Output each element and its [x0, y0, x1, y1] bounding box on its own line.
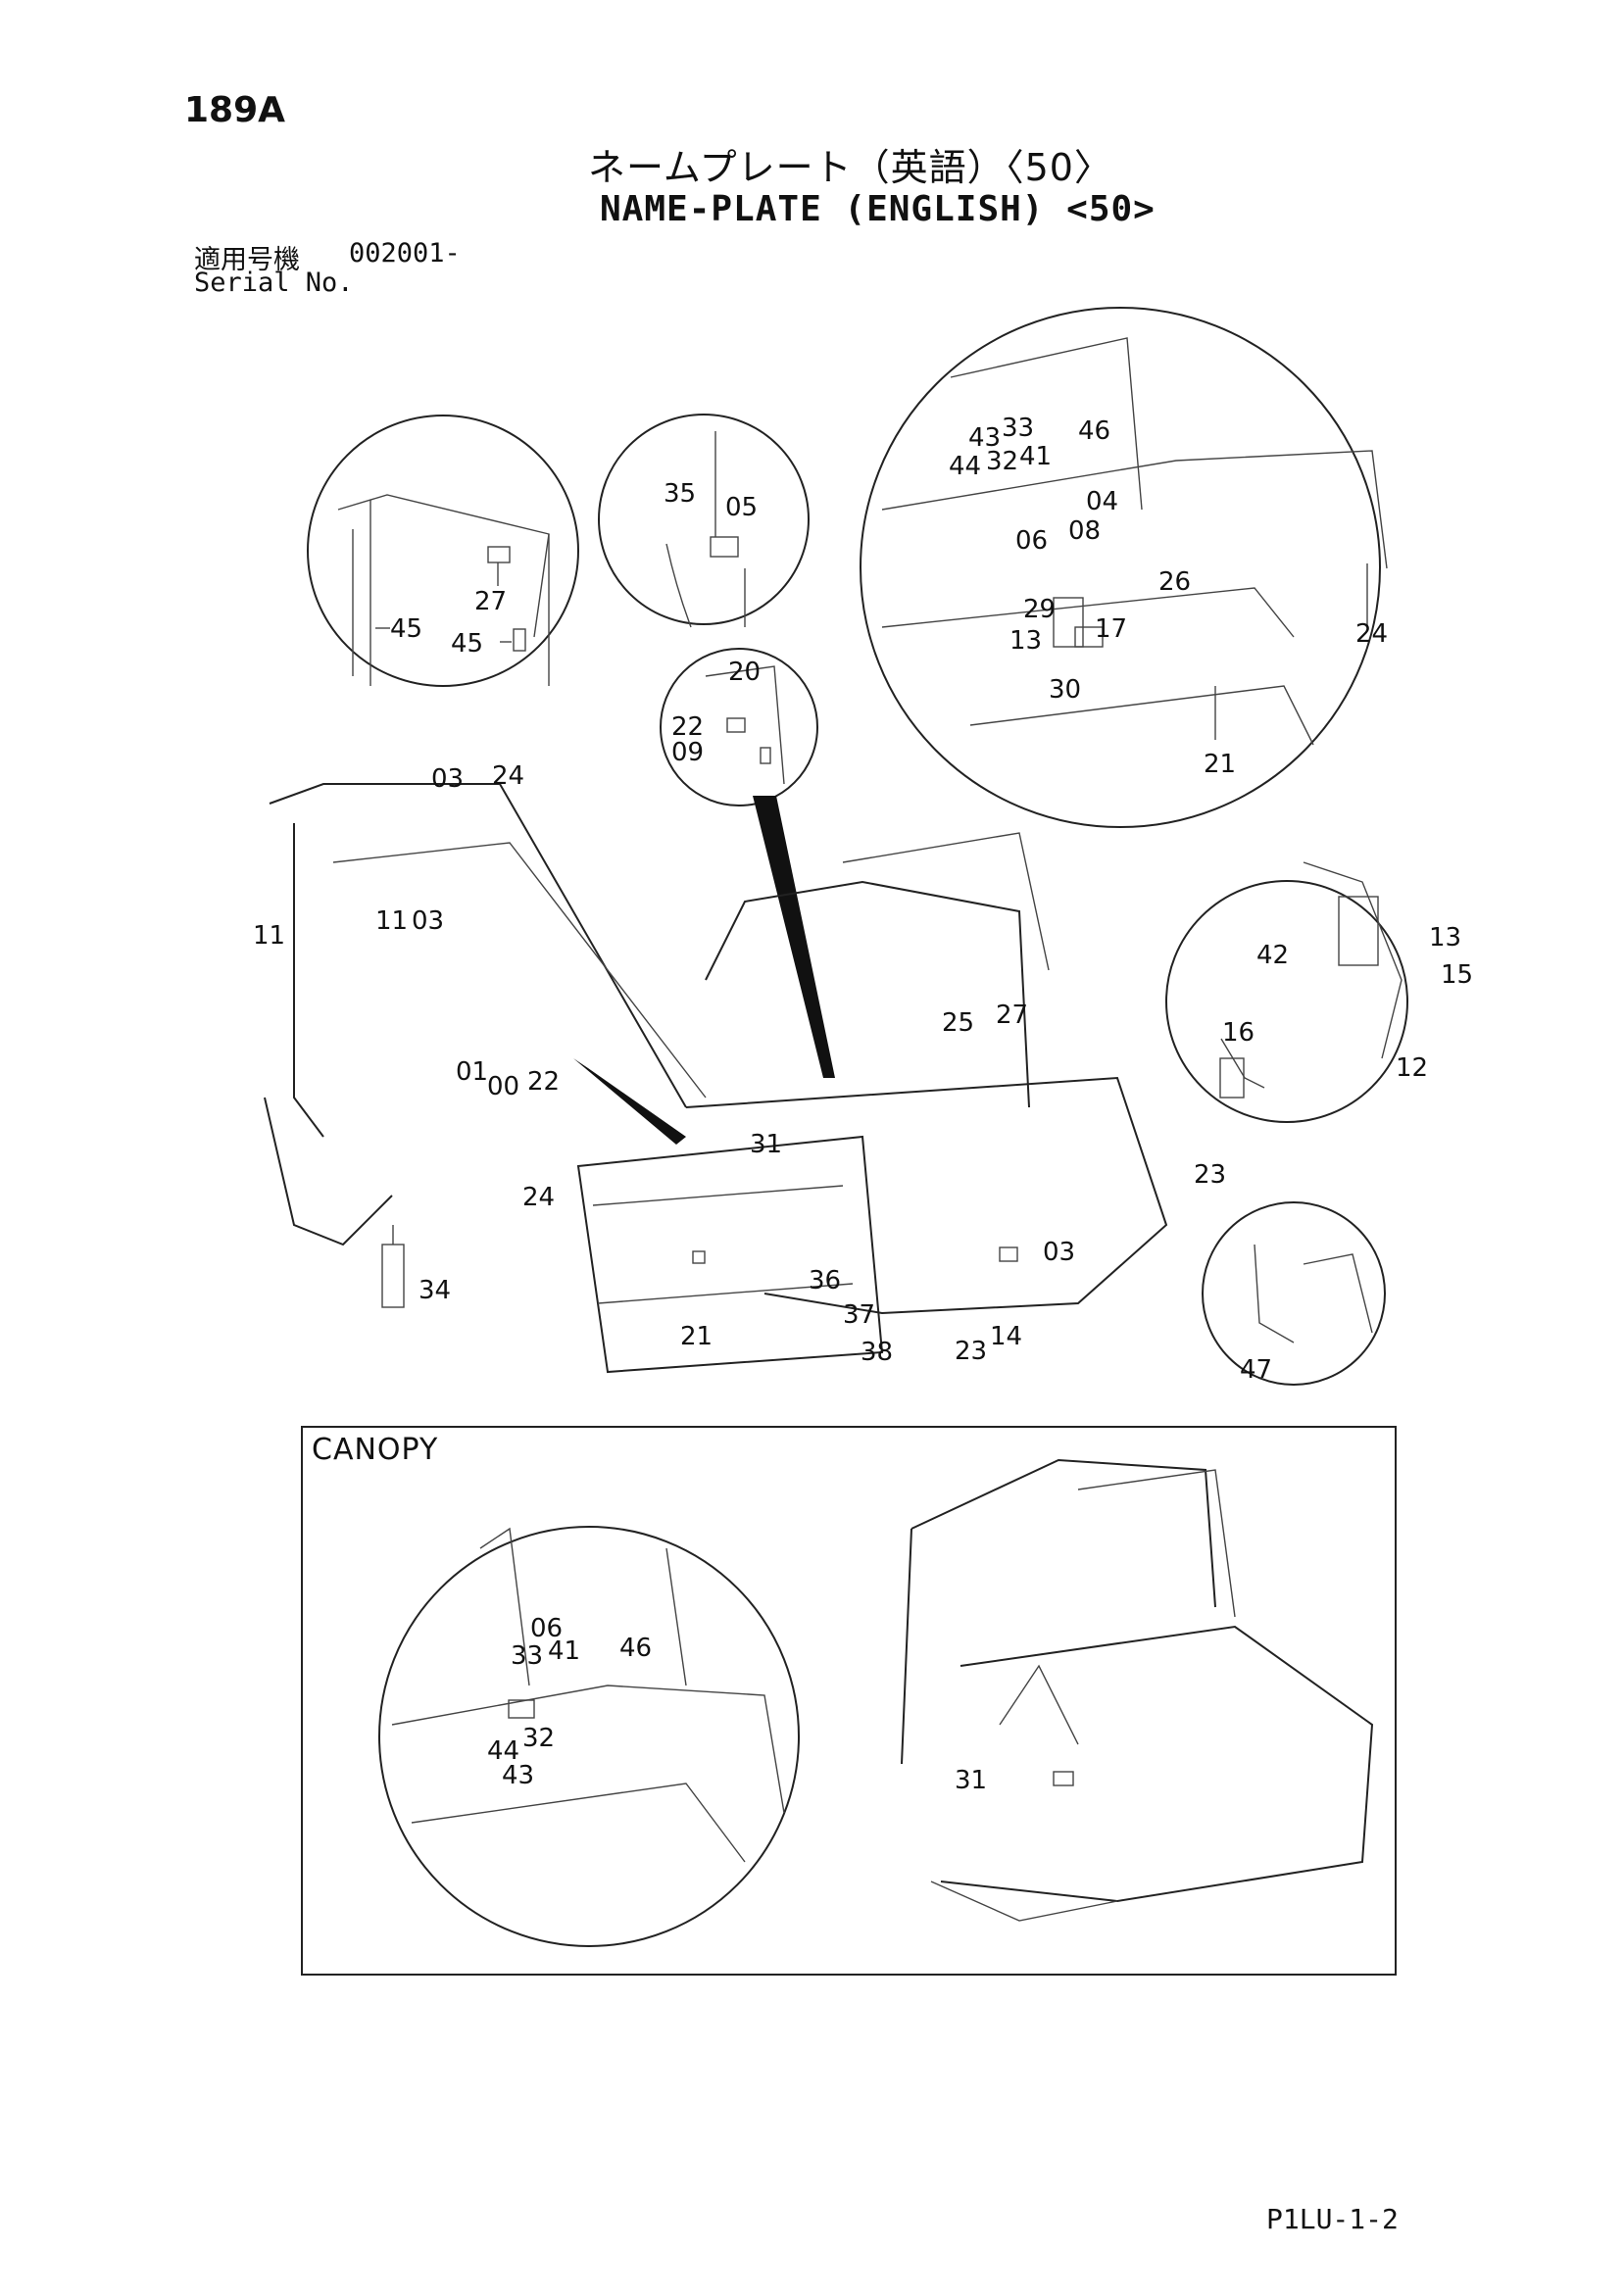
callout-12: 12	[1396, 1053, 1428, 1083]
detail-circle-seat: 47	[1202, 1201, 1386, 1386]
serial-label-japanese: 適用号機	[194, 245, 300, 275]
callout-32: 32	[986, 447, 1018, 476]
callout-37: 37	[843, 1300, 875, 1330]
callout-17: 17	[1095, 614, 1127, 644]
callout-32: 32	[522, 1724, 555, 1753]
document-code: P1LU-1-2	[1266, 2203, 1399, 2235]
callout-35: 35	[664, 479, 696, 509]
canopy-machine-illustration: 31	[901, 1458, 1374, 1922]
callout-46: 46	[1078, 416, 1110, 446]
callout-06: 06	[530, 1614, 563, 1643]
detail-circle-cab-top: 27 45 45	[307, 415, 579, 687]
callout-00: 00	[487, 1072, 519, 1101]
serial-label-english: Serial No.	[194, 268, 354, 298]
callout-30: 30	[1049, 675, 1081, 705]
callout-03: 03	[412, 906, 444, 936]
detail-circle-rear-deck: 43 33 44 32 41 46 06 04 08 26 29 13 17 3…	[860, 307, 1388, 828]
callout-45: 45	[390, 614, 422, 644]
callout-34: 34	[418, 1276, 451, 1305]
detail-circle-control: 13 42 15 16 12	[1165, 861, 1473, 1123]
callout-23: 23	[955, 1337, 987, 1366]
callout-27: 27	[474, 587, 507, 616]
callout-21: 21	[680, 1322, 713, 1351]
callout-47: 47	[1240, 1355, 1272, 1385]
detail-circle-antenna: 35 05	[598, 414, 810, 628]
callout-29: 29	[1023, 595, 1056, 624]
callout-22: 22	[671, 712, 704, 742]
title-japanese: ネームプレート（英語）〈50〉	[588, 146, 1112, 189]
callout-27: 27	[996, 1001, 1028, 1030]
callout-21: 21	[1204, 750, 1236, 779]
callout-16: 16	[1222, 1018, 1255, 1048]
callout-46: 46	[619, 1634, 652, 1663]
page-code: 189A	[184, 90, 286, 130]
callout-26: 26	[1158, 567, 1191, 597]
callout-45: 45	[451, 629, 483, 659]
callout-31: 31	[955, 1766, 987, 1795]
callout-44: 44	[949, 452, 981, 481]
title-english: NAME-PLATE (ENGLISH) <50>	[600, 189, 1156, 229]
callout-24: 24	[522, 1183, 555, 1212]
callout-03: 03	[431, 764, 464, 794]
pointer-wedge	[753, 796, 835, 1078]
callout-41: 41	[548, 1637, 580, 1666]
canopy-section-label: CANOPY	[312, 1433, 439, 1467]
callout-41: 41	[1019, 442, 1052, 471]
canopy-section-frame	[301, 1426, 1397, 1976]
callout-42: 42	[1256, 941, 1289, 970]
callout-09: 09	[671, 738, 704, 767]
callout-13: 13	[1009, 626, 1042, 656]
callout-11: 11	[375, 906, 408, 936]
callout-14: 14	[990, 1322, 1022, 1351]
callout-24: 24	[1355, 619, 1388, 649]
main-machine-illustration: 03 24 11 11 03 01 00 22 24 25 27 31 23 0…	[253, 761, 1226, 1374]
callout-25: 25	[942, 1008, 974, 1038]
callout-43: 43	[968, 423, 1001, 453]
callout-22: 22	[527, 1067, 560, 1097]
callout-08: 08	[1068, 516, 1101, 546]
callout-44: 44	[487, 1736, 519, 1766]
callout-43: 43	[502, 1761, 534, 1790]
callout-20: 20	[728, 658, 761, 687]
callout-03: 03	[1043, 1238, 1075, 1267]
callout-04: 04	[1086, 487, 1118, 516]
callout-24: 24	[492, 761, 524, 791]
callout-31: 31	[750, 1130, 782, 1159]
canopy-detail-circle: 06 33 41 46 32 44 43	[378, 1526, 800, 1947]
callout-11: 11	[253, 921, 285, 951]
callout-01: 01	[456, 1057, 488, 1087]
serial-value: 002001-	[349, 238, 461, 269]
callout-38: 38	[861, 1338, 893, 1367]
pointer-wedge	[573, 1058, 686, 1145]
callout-36: 36	[809, 1266, 841, 1295]
callout-06: 06	[1015, 526, 1048, 556]
detail-circle-cab-door: 20 22 09	[660, 648, 818, 806]
callout-33: 33	[511, 1641, 543, 1671]
callout-23: 23	[1194, 1160, 1226, 1190]
callout-15: 15	[1441, 960, 1473, 990]
callout-33: 33	[1002, 414, 1034, 443]
callout-05: 05	[725, 493, 758, 522]
callout-13: 13	[1429, 923, 1461, 953]
